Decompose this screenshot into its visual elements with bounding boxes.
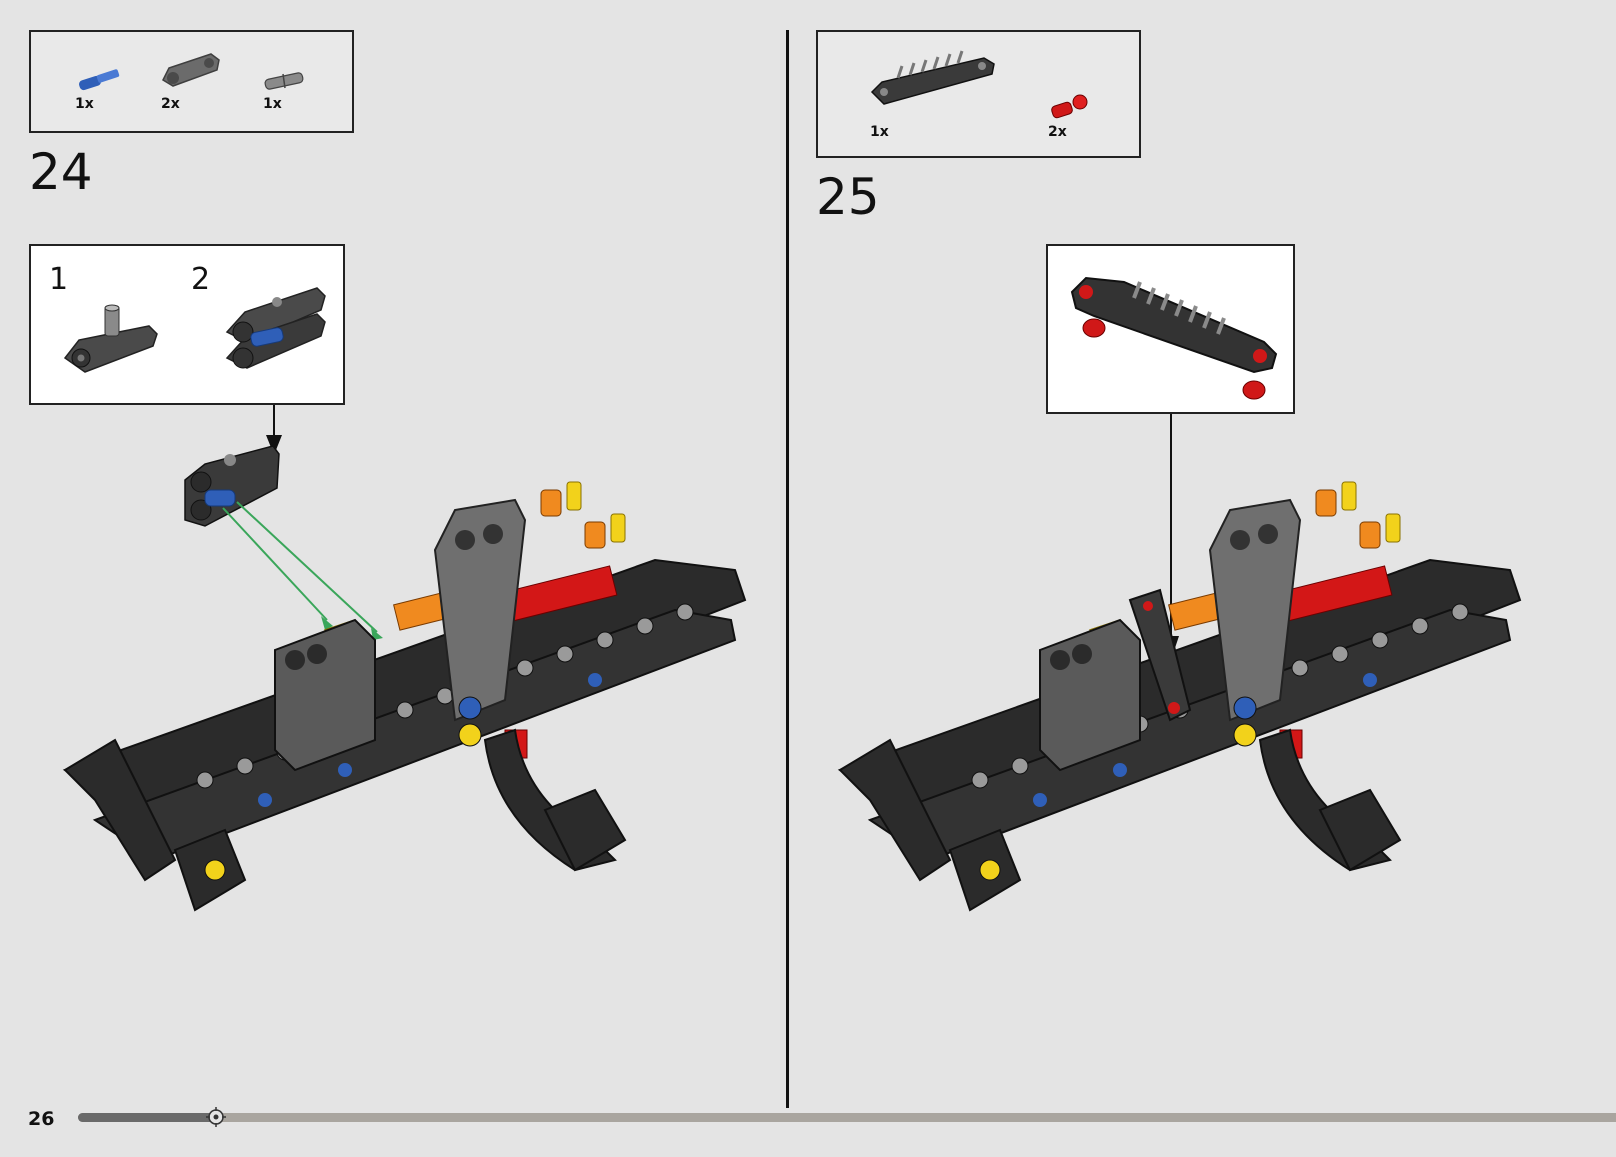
step-number: 25 xyxy=(816,168,880,226)
gear-rack-icon xyxy=(870,50,995,105)
gear-rack-with-pins-illustration xyxy=(1070,276,1278,400)
parts-box-step-24: 1x 2x 1x xyxy=(29,30,354,133)
substep-box-step-25 xyxy=(1046,244,1295,414)
part-qty: 2x xyxy=(161,96,180,112)
page-number: 26 xyxy=(28,1108,55,1130)
progress-fill xyxy=(78,1113,216,1122)
substep-box-step-24: 1 2 xyxy=(29,244,345,405)
down-arrow-icon xyxy=(266,405,282,455)
substep-number: 2 xyxy=(191,262,211,297)
part-qty: 1x xyxy=(75,96,94,112)
step-number: 24 xyxy=(29,143,93,201)
substep-1-illustration xyxy=(63,304,158,373)
progress-track xyxy=(78,1113,1616,1122)
gray-pin-icon xyxy=(264,72,304,90)
subassembly-part xyxy=(184,445,280,527)
blue-axle-pin-icon xyxy=(79,69,120,91)
parts-box-step-25: 1x 2x xyxy=(816,30,1141,158)
red-ball-pin-icon xyxy=(1051,94,1088,119)
substep-number: 1 xyxy=(49,262,69,297)
assembly-illustration-step-25 xyxy=(837,481,1522,912)
substep-2-illustration xyxy=(225,287,326,369)
part-qty: 1x xyxy=(263,96,282,112)
gray-beam-connector-icon xyxy=(162,53,220,87)
part-qty: 1x xyxy=(870,124,889,140)
progress-marker-icon xyxy=(206,1107,226,1127)
part-qty: 2x xyxy=(1048,124,1067,140)
page-divider xyxy=(786,30,789,1108)
assembly-illustration-step-24 xyxy=(62,445,747,912)
